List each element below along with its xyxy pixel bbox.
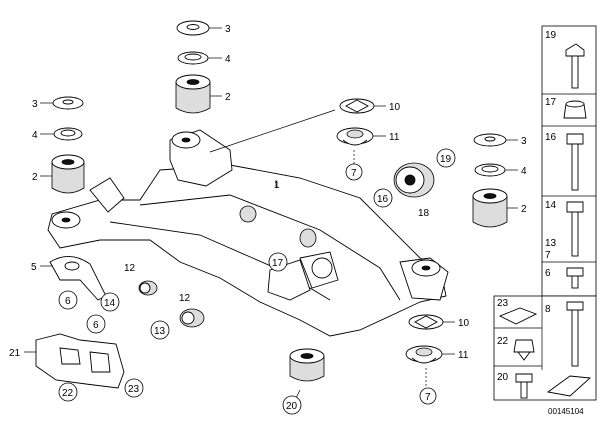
bushing-2-top: [175, 74, 211, 114]
bracket-5: [49, 256, 107, 301]
sidebar-16: 16: [545, 132, 557, 143]
washer-3-right: [473, 133, 507, 147]
svg-text:23: 23: [128, 384, 140, 395]
washer-4-top: [177, 51, 209, 65]
svg-text:6: 6: [65, 296, 71, 307]
sidebar-19: 19: [545, 30, 557, 41]
sidebar-14: 14: [545, 200, 557, 211]
heat-shield-21: [35, 333, 125, 389]
callout-12-lower: 12: [179, 293, 191, 304]
bushing-12-lower: [179, 308, 205, 328]
svg-text:22: 22: [62, 388, 74, 399]
sidebar-7: 7: [545, 250, 551, 261]
mount-11-upper: [336, 127, 374, 146]
sidebar-13: 13: [545, 238, 557, 249]
sidebar-8: 8: [545, 304, 551, 315]
callout-4-left: 4: [32, 130, 38, 141]
callout-3-top: 3: [225, 24, 231, 35]
svg-text:14: 14: [104, 298, 116, 309]
mount-11-lower: [405, 345, 443, 364]
plate-10-upper: [339, 98, 375, 114]
callout-11-lower: 11: [458, 350, 469, 361]
circled-16: 16: [373, 188, 393, 208]
bolt-6: [566, 267, 584, 289]
bolt-19: [565, 43, 585, 89]
reference-code: 00145104: [548, 407, 584, 416]
sidebar-17: 17: [545, 97, 557, 108]
bolt-16: [566, 133, 584, 191]
bolt-20: [515, 373, 533, 399]
svg-text:7: 7: [425, 392, 431, 403]
circled-14-left: 14: [100, 292, 120, 312]
circled-22: 22: [58, 382, 78, 402]
circled-17: 17: [268, 252, 288, 272]
bolt-8: [566, 301, 584, 367]
sidebar-22: 22: [497, 336, 509, 347]
circled-13: 13: [150, 320, 170, 340]
svg-text:6: 6: [93, 320, 99, 331]
callout-2-top: 2: [225, 92, 231, 103]
plate-10-lower: [408, 314, 444, 330]
callout-10-upper: 10: [389, 102, 401, 113]
circled-19: 19: [436, 148, 456, 168]
callout-3-right: 3: [521, 136, 527, 147]
bolt-14: [566, 201, 584, 257]
bushing-2-right: [472, 188, 508, 228]
circled-7-upper: 7: [345, 163, 363, 181]
sidebar-panel: [541, 25, 597, 297]
washer-4-left: [53, 127, 83, 141]
svg-text:19: 19: [440, 154, 452, 165]
callout-11-upper: 11: [389, 132, 400, 143]
subframe-1: [47, 129, 449, 337]
circled-6-left2: 6: [86, 314, 106, 334]
washer-3-top: [176, 20, 210, 36]
callout-3-left: 3: [32, 99, 38, 110]
svg-text:17: 17: [272, 258, 284, 269]
callout-2-left: 2: [32, 172, 38, 183]
circled-6-left: 6: [58, 290, 78, 310]
bushing-20: [289, 348, 325, 382]
clip-23: [498, 307, 538, 325]
svg-text:13: 13: [154, 326, 166, 337]
circled-20: 20: [282, 395, 302, 415]
circled-23: 23: [124, 378, 144, 398]
tool-symbol: [546, 375, 592, 397]
sidebar-20: 20: [497, 372, 509, 383]
washer-3-left: [52, 96, 84, 110]
svg-text:16: 16: [377, 194, 389, 205]
bushing-2-left: [51, 154, 85, 194]
svg-text:7: 7: [351, 168, 357, 179]
callout-4-right: 4: [521, 166, 527, 177]
callout-1: 1: [274, 180, 280, 191]
nut-17: [563, 100, 587, 119]
nut-22: [513, 339, 535, 361]
bushing-12-upper: [138, 280, 158, 296]
callout-10-lower: 10: [458, 318, 470, 329]
bushing-18: [393, 162, 435, 198]
callout-4-top: 4: [225, 54, 231, 65]
callout-5: 5: [31, 262, 37, 273]
callout-21: 21: [9, 348, 21, 359]
callout-12-upper: 12: [124, 263, 136, 274]
washer-4-right: [474, 163, 506, 177]
callout-18: 18: [418, 208, 430, 219]
circled-7-lower: 7: [419, 387, 437, 405]
sidebar-6: 6: [545, 268, 551, 279]
svg-text:20: 20: [286, 401, 298, 412]
callout-2-right: 2: [521, 204, 527, 215]
sidebar-23: 23: [497, 298, 509, 309]
